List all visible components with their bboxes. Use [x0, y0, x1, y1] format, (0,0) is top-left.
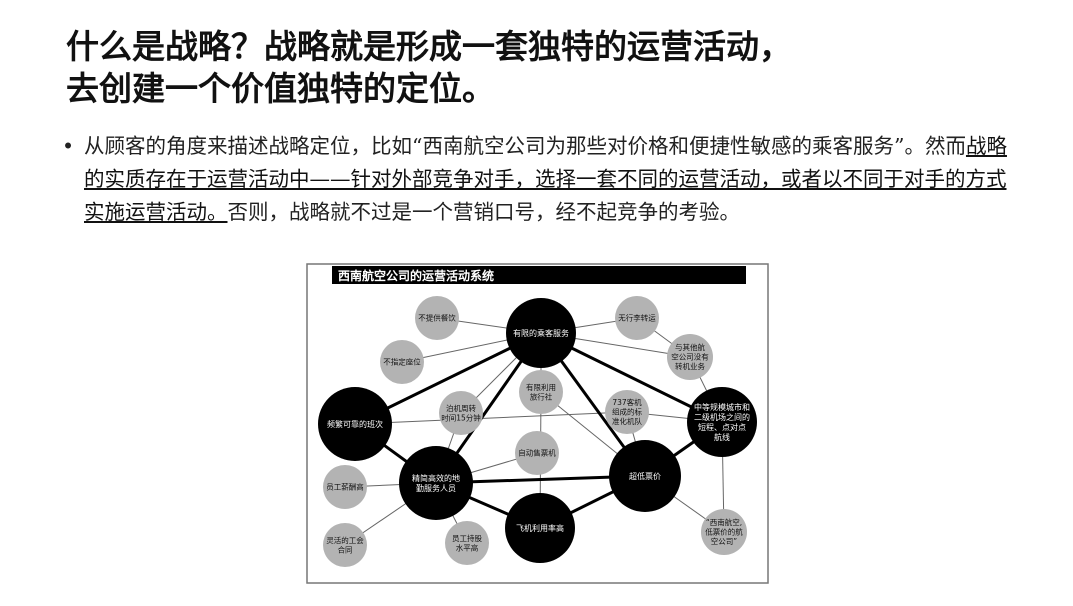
node-label: 超低票价: [629, 471, 661, 481]
node-service: 有限的乘客服务: [506, 298, 576, 368]
node-label: 飞机利用率高: [516, 523, 564, 533]
node-label: 与其他航空公司没有转机业务: [671, 342, 709, 371]
node-label: 737客机组成的标准化机队: [612, 397, 642, 426]
node-label: 精简高效的地勤服务人员: [412, 473, 460, 493]
bullet-underlined-text: 战略的实质存在于运营活动中——针对外部竞争对手，选择一套不同的运营活动，或者以不…: [84, 134, 1007, 224]
node-label: 不提供餐饮: [418, 313, 456, 323]
edge-frequent-fleet: [354, 411, 628, 425]
node-label: 泊机周转时间15分钟: [441, 403, 481, 423]
node-circle: [439, 391, 483, 435]
title-line-1: 什么是战略？战略就是形成一套独特的运营活动，: [66, 27, 792, 66]
node-fleet: 737客机组成的标准化机队: [605, 390, 649, 434]
node-circle: [506, 298, 576, 368]
node-ground: 精简高效的地勤服务人员: [399, 446, 473, 520]
node-circle: [515, 431, 559, 475]
node-circle: [615, 296, 659, 340]
node-circle: [605, 390, 649, 434]
bullet-marker: •: [62, 134, 75, 158]
node-agency: 有限利用旅行社: [519, 370, 563, 414]
node-circle: [399, 446, 473, 520]
node-label: 频繁可靠的班次: [327, 419, 383, 429]
node-label: 员工薪酬高: [326, 482, 364, 492]
node-lowfare: 超低票价: [609, 440, 681, 512]
node-circle: [323, 523, 367, 567]
node-nobag: 无行李转运: [615, 296, 659, 340]
node-label: 员工持股水平高: [452, 533, 482, 553]
node-circle: [687, 387, 757, 457]
node-circle: [415, 296, 459, 340]
node-union: 灵活的工会合同: [323, 523, 367, 567]
node-util: 飞机利用率高: [505, 493, 575, 563]
bullet-text: 从顾客的角度来描述战略定位，比如“西南航空公司为那些对价格和便捷性敏感的乘客服务…: [84, 130, 1012, 229]
node-circle: [667, 334, 713, 380]
node-label: 不指定座位: [383, 357, 421, 367]
bullet-point: • 从顾客的角度来描述战略定位，比如“西南航空公司为那些对价格和便捷性敏感的乘客…: [62, 130, 1012, 229]
node-circle: [323, 465, 367, 509]
node-circle: [609, 440, 681, 512]
node-label: 有限利用旅行社: [526, 382, 556, 402]
node-shorthaul: 中等规模城市和二级机场之间的短程、点对点航线: [687, 387, 757, 457]
node-pay: 员工薪酬高: [323, 465, 367, 509]
diagram-title-bar: [332, 266, 746, 284]
node-label: 无行李转运: [618, 313, 656, 323]
node-label: 灵活的工会合同: [326, 535, 364, 555]
title-line-2: 去创建一个价值独特的定位。: [66, 69, 495, 108]
bullet-text-part2: 否则，战略就不过是一个营销口号，经不起竞争的考验。: [227, 200, 741, 224]
node-circle: [519, 370, 563, 414]
node-label: 有限的乘客服务: [513, 328, 569, 338]
slide-title: 什么是战略？战略就是形成一套独特的运营活动， 去创建一个价值独特的定位。: [66, 26, 792, 110]
node-label: “西南航空,低票价的航空公司”: [705, 517, 743, 546]
node-circle: [701, 509, 747, 555]
node-circle: [318, 387, 392, 461]
node-noseat: 不指定座位: [380, 340, 424, 384]
node-nointer: 与其他航空公司没有转机业务: [667, 334, 713, 380]
node-label: 中等规模城市和二级机场之间的短程、点对点航线: [694, 402, 750, 442]
node-kiosk: 自动售票机: [515, 431, 559, 475]
bullet-text-part1: 从顾客的角度来描述战略定位，比如“西南航空公司为那些对价格和便捷性敏感的乘客服务…: [84, 134, 966, 158]
node-circle: [445, 521, 489, 565]
node-turn: 泊机周转时间15分钟: [439, 391, 483, 435]
node-circle: [505, 493, 575, 563]
node-nomeal: 不提供餐饮: [415, 296, 459, 340]
node-circle: [380, 340, 424, 384]
node-label: 自动售票机: [518, 448, 556, 458]
node-stock: 员工持股水平高: [445, 521, 489, 565]
diagram-title: 西南航空公司的运营活动系统: [338, 268, 494, 283]
node-frequent: 频繁可靠的班次: [318, 387, 392, 461]
node-slogan: “西南航空,低票价的航空公司”: [701, 509, 747, 555]
